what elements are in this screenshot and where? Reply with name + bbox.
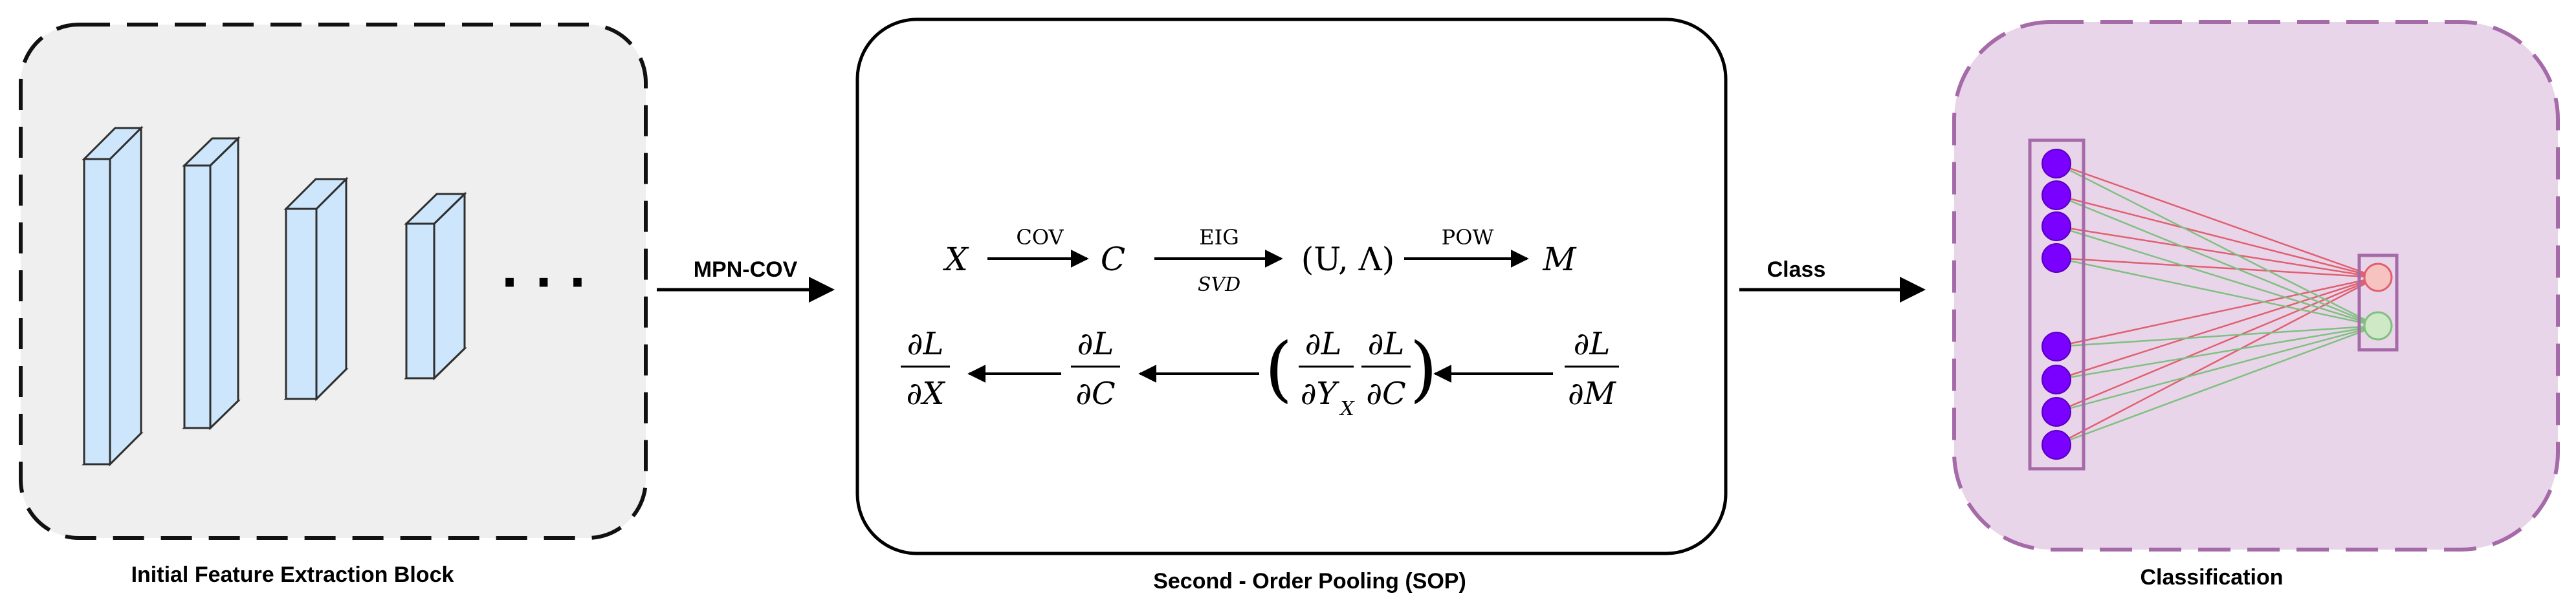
svd-label: SVD <box>1198 273 1240 296</box>
svg-text:∂Y: ∂Y <box>1301 376 1340 412</box>
symbol-x: X <box>942 241 969 278</box>
cov-label: COV <box>1016 225 1064 250</box>
svg-text:X: X <box>1339 398 1355 420</box>
classification-caption: Classification <box>2140 565 2283 590</box>
input-neuron <box>2042 243 2071 273</box>
svg-text:∂L: ∂L <box>1574 326 1611 362</box>
eig-label: EIG <box>1199 225 1239 250</box>
svg-text:∂L: ∂L <box>1077 326 1114 362</box>
class-label: Class <box>1767 257 1826 282</box>
sop-block: X COV C EIG SVD (U, Λ) POW M ∂L ∂X ∂L <box>855 17 1728 594</box>
classification-block: Classification <box>1952 20 2560 590</box>
svg-text:∂M: ∂M <box>1568 376 1617 412</box>
svg-text:∂L: ∂L <box>907 326 944 362</box>
input-neuron <box>2042 365 2071 394</box>
svg-text:(: ( <box>1265 327 1293 410</box>
forward-chain: X COV C EIG SVD (U, Λ) POW M <box>942 225 1577 296</box>
symbol-u-lambda: (U, Λ) <box>1301 241 1394 278</box>
feature-map-prism-1 <box>82 125 144 467</box>
pow-label: POW <box>1442 225 1494 250</box>
input-neuron <box>2042 180 2071 210</box>
feature-extraction-block: · · · Initial Feature Extraction Block <box>19 23 648 587</box>
symbol-m: M <box>1542 241 1577 278</box>
svg-text:∂X: ∂X <box>907 376 946 412</box>
feature-map-prism-2 <box>182 136 241 431</box>
input-neuron <box>2042 397 2071 427</box>
mpn-cov-label: MPN-COV <box>694 257 798 282</box>
input-layer-frame <box>2028 138 2086 471</box>
output-neuron-red <box>2363 263 2393 292</box>
input-neurons <box>2042 149 2071 460</box>
sop-caption: Second - Order Pooling (SOP) <box>1153 569 1466 594</box>
svg-text:∂C: ∂C <box>1075 376 1116 412</box>
sop-frame <box>855 17 1728 555</box>
svg-text:): ) <box>1410 327 1438 410</box>
input-neuron <box>2042 149 2071 178</box>
input-neuron <box>2042 430 2071 460</box>
feature-map-prism-3 <box>283 177 349 402</box>
grad-dl-dc: ∂L ∂C <box>1071 326 1120 412</box>
svg-text:∂C: ∂C <box>1366 376 1406 412</box>
ellipsis: · · · <box>501 255 586 310</box>
network-edges <box>2056 162 2378 446</box>
backward-chain: ∂L ∂X ∂L ∂C ( ∂L ∂Y X ∂L ∂C <box>901 326 1619 420</box>
symbol-c: C <box>1101 241 1125 278</box>
class-connector: Class <box>1739 257 1926 303</box>
grad-pair: ( ∂L ∂Y X ∂L ∂C ) <box>1265 326 1438 420</box>
classification-frame <box>1952 20 2560 552</box>
svg-text:∂L: ∂L <box>1305 326 1342 362</box>
feature-map-prism-4 <box>404 191 467 381</box>
input-neuron <box>2042 332 2071 361</box>
output-layer-frame <box>2357 253 2399 352</box>
feature-extraction-caption: Initial Feature Extraction Block <box>131 563 454 587</box>
grad-dl-dx: ∂L ∂X <box>901 326 950 412</box>
input-neuron <box>2042 211 2071 241</box>
svg-text:∂L: ∂L <box>1368 326 1405 362</box>
mpn-cov-connector: MPN-COV <box>657 257 835 303</box>
output-neuron-green <box>2363 311 2393 341</box>
grad-dl-dm: ∂L ∂M <box>1565 326 1619 412</box>
